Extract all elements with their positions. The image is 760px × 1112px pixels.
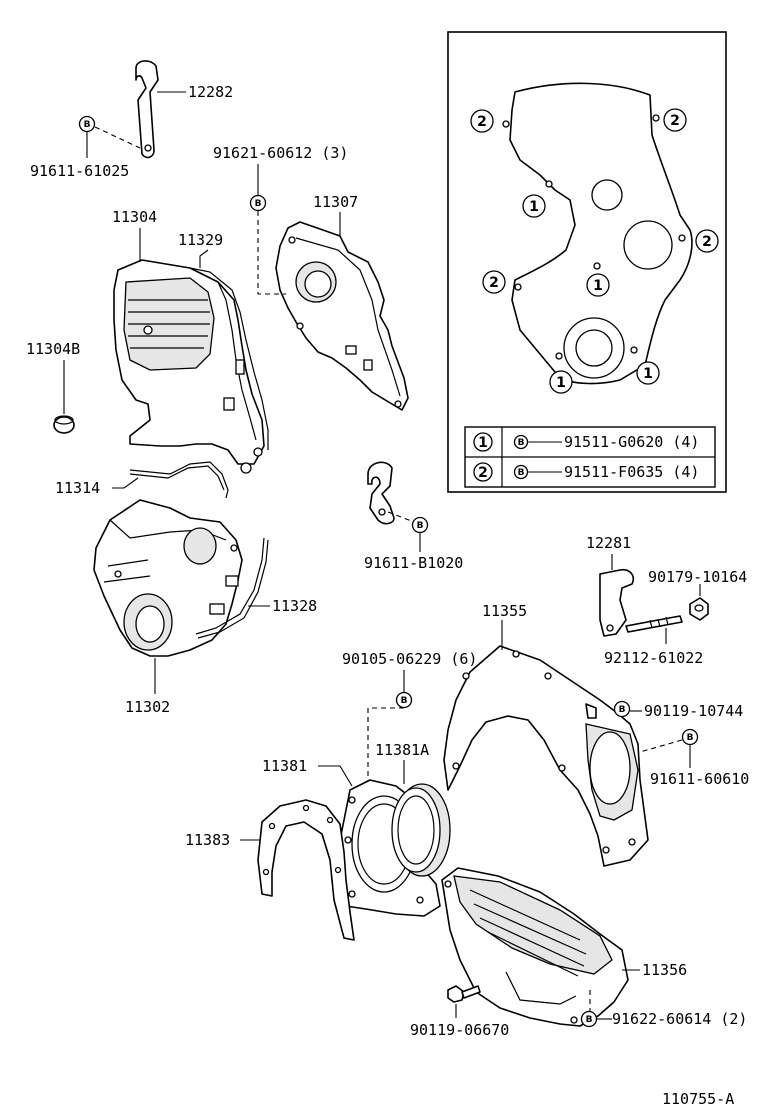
gasket-11383: 11383 (185, 799, 355, 941)
part-label: 90119-10744 (644, 702, 743, 720)
part-label: 92112-61022 (604, 649, 703, 667)
part-label: 11381 (262, 757, 307, 775)
stud-92112-61022: 92112-61022 (604, 615, 703, 667)
inset-marker-1-bottomright: 1 (636, 361, 660, 385)
part-label: 11314 (55, 479, 100, 497)
timing-cover-plate-11356: 11356 (441, 867, 687, 1027)
bolt-90119-06670: 90119-06670 (410, 985, 509, 1039)
part-label: B (84, 120, 91, 130)
part-label: 1 (556, 375, 566, 391)
part-label: 11383 (185, 831, 230, 849)
hook-91611-B1020: B 91611-B1020 (364, 461, 463, 572)
inset-marker-2-topright: 2 (663, 108, 687, 132)
drawing-code: 110755-A (662, 1090, 734, 1108)
part-label: 91511-F0635 (4) (564, 463, 699, 481)
part-label: 1 (478, 435, 488, 451)
part-label: 12281 (586, 534, 631, 552)
part-label: 11307 (313, 193, 358, 211)
engine-hanger-12282: 12282 (135, 60, 233, 159)
part-label: 2 (477, 114, 487, 130)
timing-cover-lower-11302: 11302 (93, 499, 243, 716)
part-label: 11355 (482, 602, 527, 620)
part-label: 11356 (642, 961, 687, 979)
part-label: 11302 (125, 698, 170, 716)
inset-legend-table: 1 B 91511-G0620 (4) 2 B 91511-F0635 (4) (464, 426, 716, 488)
part-label: 91511-G0620 (4) (564, 433, 699, 451)
timing-cover-backplate-11355: 11355 (443, 602, 649, 867)
part-label: 11329 (178, 231, 223, 249)
timing-cover-plate-11307: 11307 (275, 193, 409, 411)
bolt-91611-61025: B 91611-61025 (30, 115, 141, 180)
oil-seal-11381A: 11381A (375, 741, 451, 877)
legend-row-1: 1 B 91511-G0620 (4) (473, 432, 699, 452)
part-label: B (417, 521, 424, 531)
nut-90179-10164: 90179-10164 (648, 568, 747, 621)
part-label: 91621-60612 (3) (213, 144, 348, 162)
part-label: 12282 (188, 83, 233, 101)
part-label: 2 (489, 275, 499, 291)
inset-marker-2-left: 2 (482, 270, 506, 294)
part-label: 11304 (112, 208, 157, 226)
part-label: 1 (643, 366, 653, 382)
part-label: 2 (478, 465, 488, 481)
part-label: 11381A (375, 741, 429, 759)
part-label: 11328 (272, 597, 317, 615)
inset-hole-mid (623, 220, 673, 270)
part-label: 2 (670, 113, 680, 129)
part-label: B (255, 199, 262, 209)
bolt-91611-60610: B 91611-60610 (639, 728, 749, 788)
inset-marker-1-left: 1 (522, 194, 546, 218)
part-label: B (401, 696, 408, 706)
part-label: B (518, 438, 525, 448)
bolt-90119-10744: B 90119-10744 (613, 700, 743, 720)
inset-marker-2-topleft: 2 (470, 109, 494, 133)
gasket-11328: 11328 (195, 537, 317, 639)
inset-panel: 2 2 1 2 2 1 1 1 (447, 31, 727, 493)
part-label: 91611-B1020 (364, 554, 463, 572)
inset-seal-inner (575, 329, 613, 367)
gasket-11314: 11314 (55, 461, 229, 499)
legend-row-2: 2 B 91511-F0635 (4) (473, 462, 699, 482)
part-label: B (518, 468, 525, 478)
inset-hole-upper (591, 179, 623, 211)
part-label: 90105-06229 (6) (342, 650, 477, 668)
part-label: 90179-10164 (648, 568, 747, 586)
part-label: 91611-60610 (650, 770, 749, 788)
part-label: B (619, 705, 626, 715)
inset-marker-1-bottomleft: 1 (549, 370, 573, 394)
part-label: 90119-06670 (410, 1021, 509, 1039)
part-label: 2 (702, 234, 712, 250)
part-label: 11304B (26, 340, 80, 358)
bracket-12281: 12281 (586, 534, 635, 637)
part-label: 1 (529, 199, 539, 215)
inset-marker-1-center: 1 (586, 273, 610, 297)
part-label: B (687, 733, 694, 743)
inset-marker-2-right: 2 (695, 229, 719, 253)
timing-cover-upper-11304: 11304 11329 (112, 208, 269, 474)
part-label: 1 (593, 278, 603, 294)
bolt-90105-06229: 90105-06229 (6) B (342, 650, 477, 790)
part-label: 91622-60614 (2) (612, 1010, 747, 1028)
inset-cover-outline (509, 82, 693, 385)
part-label: B (586, 1015, 593, 1025)
part-label: 91611-61025 (30, 162, 129, 180)
plug-11304B: 11304B (26, 340, 80, 434)
bolt-91621-60612: 91621-60612 (3) B (213, 144, 348, 295)
bolt-91622-60614: B 91622-60614 (2) (580, 990, 747, 1028)
